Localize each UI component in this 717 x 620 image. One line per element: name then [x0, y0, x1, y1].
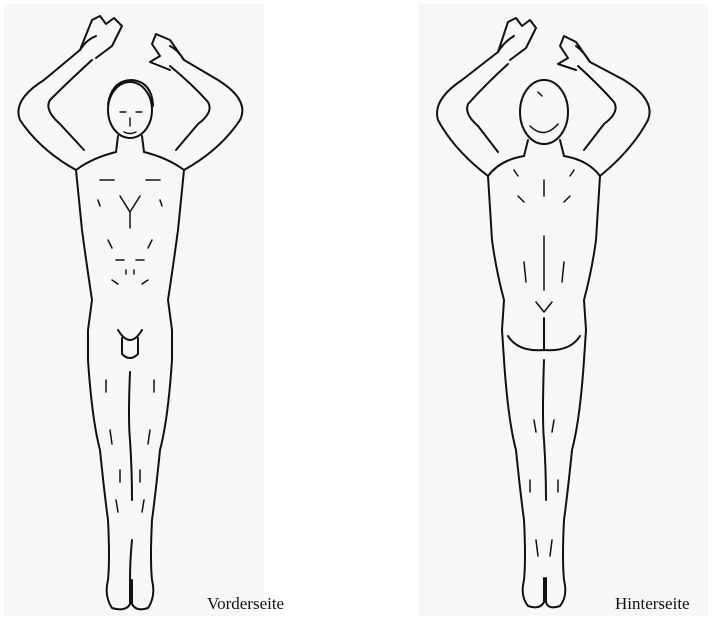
right-leg [546, 360, 584, 607]
right-arm [170, 46, 242, 170]
right-hand [150, 34, 184, 70]
hair [108, 80, 153, 106]
left-arm [437, 36, 514, 176]
back-body-outline [358, 0, 717, 620]
back-view-panel: Hinterseite [358, 0, 717, 620]
head [108, 82, 152, 138]
left-leg [504, 360, 546, 607]
buttocks [508, 318, 580, 350]
torso-outline [76, 152, 184, 360]
head [520, 80, 568, 144]
neck [524, 140, 564, 156]
front-view-panel: Vorderseite [0, 0, 358, 620]
right-hand [558, 36, 590, 70]
hair-back [530, 92, 558, 133]
front-caption: Vorderseite [207, 594, 284, 614]
right-arm [576, 46, 650, 176]
left-hand [80, 16, 122, 58]
right-leg [132, 360, 172, 609]
left-hand [498, 18, 536, 60]
face-features [120, 112, 142, 134]
front-body-outline [0, 0, 358, 620]
chest-details [98, 180, 162, 284]
back-caption: Hinterseite [615, 594, 690, 614]
back-details [514, 170, 574, 312]
left-arm [18, 36, 96, 170]
groin [118, 330, 142, 358]
left-leg [88, 360, 132, 609]
